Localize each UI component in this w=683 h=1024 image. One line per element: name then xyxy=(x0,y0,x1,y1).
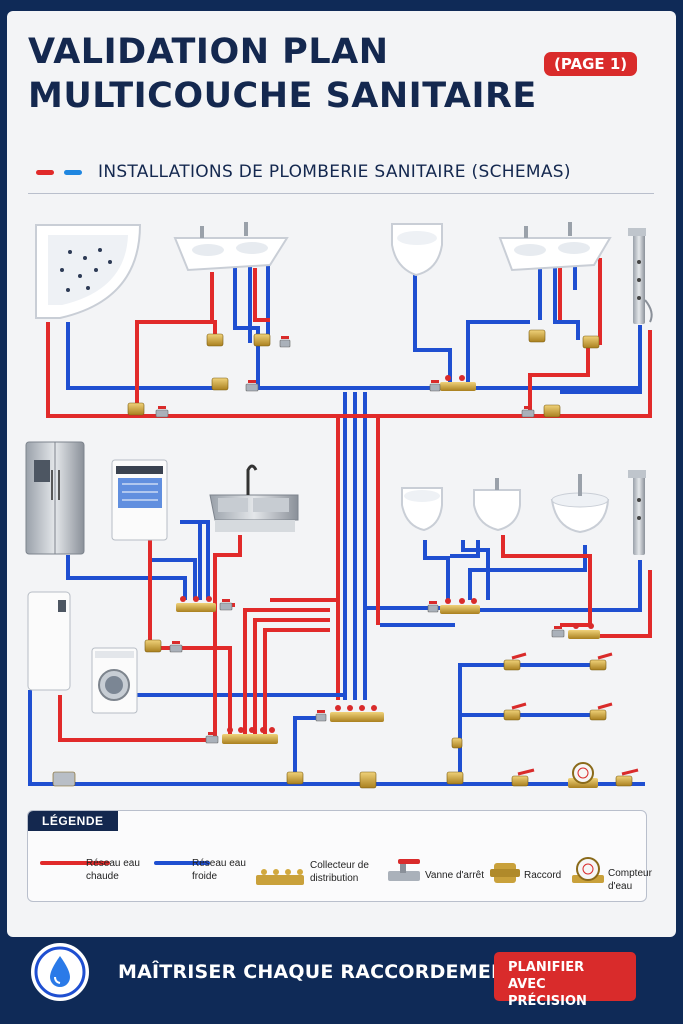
bathtub-icon xyxy=(35,224,142,319)
legend-fitting: Raccord xyxy=(524,870,562,881)
hot-pipes-lower xyxy=(58,530,652,742)
water-meter-icon xyxy=(572,857,604,883)
hot-line-icon xyxy=(40,861,110,865)
page-title: VALIDATION PLAN MULTICOUCHE SANITAIRE xyxy=(28,30,537,118)
hot-pipes-upper xyxy=(46,258,652,700)
bidet-icon xyxy=(473,478,521,532)
cta-line-2: AVEC PRÉCISION xyxy=(508,977,587,1009)
legend-cold: Réseau eau froide xyxy=(192,858,246,882)
hot-dash-icon xyxy=(36,170,54,175)
shower-column-icon xyxy=(628,470,646,555)
double-sink-icon xyxy=(173,222,289,272)
wall-toilet-icon xyxy=(391,223,443,277)
title-line-1: VALIDATION PLAN xyxy=(28,32,389,72)
manifold-icon xyxy=(176,375,600,744)
toilet-icon xyxy=(401,487,443,532)
double-sink-icon xyxy=(498,222,612,272)
legend-valve: Vanne d'arrêt xyxy=(425,870,484,881)
legend-hot: Réseau eau chaude xyxy=(86,858,140,882)
water-drop-icon xyxy=(34,946,86,998)
legend: LÉGENDE Réseau eau chaude Réseau eau fro… xyxy=(27,810,652,902)
legend-manifold: Collecteur de distribution xyxy=(310,860,369,884)
water-meter-icon xyxy=(568,762,598,788)
fridge-icon xyxy=(25,441,85,555)
manifold-icon xyxy=(256,869,304,885)
logo xyxy=(31,943,89,1001)
fitting-icon xyxy=(490,863,520,883)
subtitle: INSTALLATIONS DE PLOMBERIE SANITAIRE (SC… xyxy=(98,162,571,182)
cold-line-icon xyxy=(154,861,210,865)
valve-handles xyxy=(511,652,639,776)
valve-icon xyxy=(155,336,565,744)
washing-machine-icon xyxy=(91,647,138,714)
plan-cta-button[interactable]: PLANIFIER AVEC PRÉCISION xyxy=(494,952,636,1009)
kitchen-sink-icon xyxy=(209,464,299,532)
legend-meter: Compteur d'eau xyxy=(608,868,652,892)
water-heater-icon xyxy=(27,591,71,691)
cold-dash-icon xyxy=(64,170,82,175)
cta-line-1: PLANIFIER xyxy=(508,960,585,975)
page-badge: (PAGE 1) xyxy=(544,52,638,76)
shower-column-icon xyxy=(628,228,653,324)
footer-tagline: MAÎTRISER CHAQUE RACCORDEMENT xyxy=(118,961,521,983)
fitting-icon xyxy=(52,329,633,789)
valve-icon xyxy=(388,859,420,881)
dishwasher-icon xyxy=(111,459,168,541)
legend-title: LÉGENDE xyxy=(28,811,118,831)
title-line-2: MULTICOUCHE SANITAIRE xyxy=(28,76,537,116)
divider xyxy=(28,193,654,194)
basin-icon xyxy=(550,474,610,534)
